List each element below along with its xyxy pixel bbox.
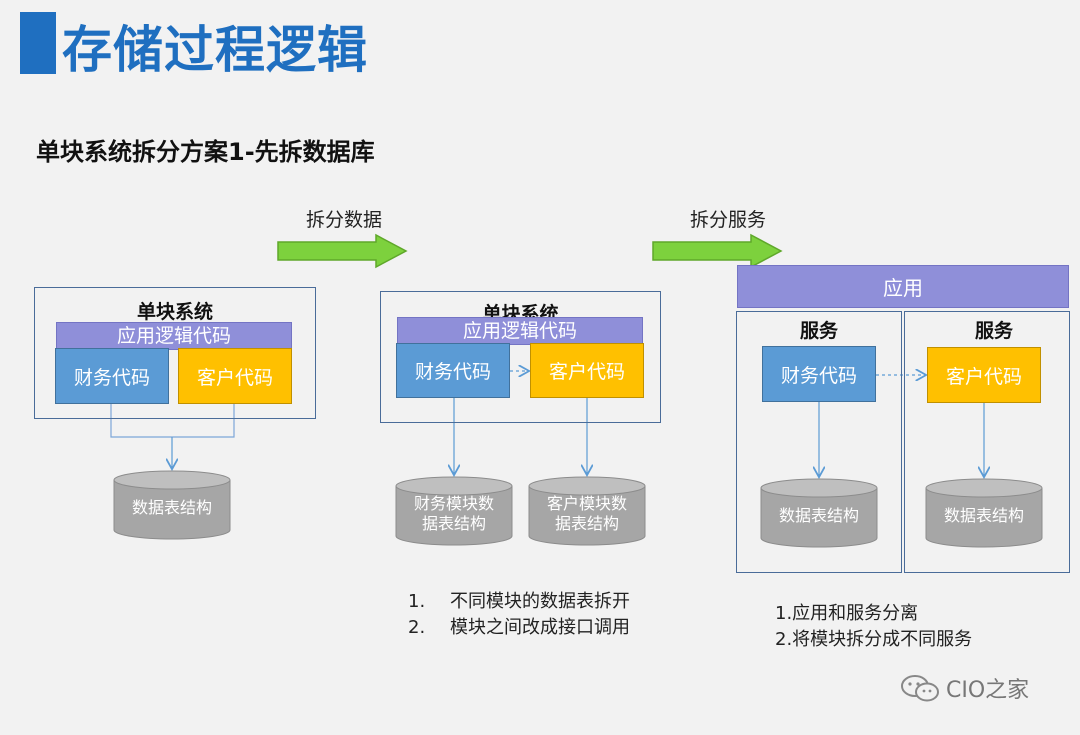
database-cylinder-icon xyxy=(925,478,1043,548)
title-accent-bar xyxy=(20,12,56,74)
stage3-finance-database: 数据表结构 xyxy=(760,478,878,548)
stage3-db-left-label: 数据表结构 xyxy=(778,506,859,525)
stage3-db-right-label: 数据表结构 xyxy=(943,506,1024,525)
split-service-arrow xyxy=(652,233,783,269)
stage2-customer-database: 客户模块数 据表结构 xyxy=(528,476,646,546)
stage3-customer-database: 数据表结构 xyxy=(925,478,1043,548)
stage3-service-label-right: 服务 xyxy=(974,320,1013,342)
step-label-split-service: 拆分服务 xyxy=(690,209,767,231)
stage3-service-frame-left xyxy=(736,311,902,573)
stage1-finance-code: 财务代码 xyxy=(55,348,169,404)
stage2-note-item: 2.模块之间改成接口调用 xyxy=(408,617,630,638)
stage2-finance-code: 财务代码 xyxy=(396,343,510,398)
stage3-note-item: 2.将模块拆分成不同服务 xyxy=(775,629,973,650)
page-title: 存储过程逻辑 xyxy=(62,21,368,79)
stage2-finance-db-line1: 财务模块数 xyxy=(413,494,494,513)
stage1-database: 数据表结构 xyxy=(113,470,231,540)
wechat-icon xyxy=(901,675,939,702)
database-cylinder-icon xyxy=(760,478,878,548)
stage3-application-bar: 应用 xyxy=(737,265,1069,308)
stage1-logic-bar: 应用逻辑代码 xyxy=(56,322,292,350)
stage1-system-label: 单块系统 xyxy=(136,301,213,323)
stage2-customer-code: 客户代码 xyxy=(530,343,644,398)
stage2-notes: 1.不同模块的数据表拆开 2.模块之间改成接口调用 xyxy=(408,589,630,641)
stage3-notes: 1.应用和服务分离 2.将模块拆分成不同服务 xyxy=(775,601,972,653)
split-data-arrow xyxy=(277,233,408,269)
watermark: CIO之家 xyxy=(900,672,1029,704)
database-cylinder-icon xyxy=(395,476,513,546)
stage1-monolith-frame xyxy=(34,287,316,419)
stage3-finance-code: 财务代码 xyxy=(762,346,876,402)
step-label-split-data: 拆分数据 xyxy=(306,209,383,231)
stage2-customer-db-line2: 据表结构 xyxy=(554,514,619,533)
stage2-finance-db-line2: 据表结构 xyxy=(421,514,486,533)
stage2-monolith-frame xyxy=(380,291,661,423)
stage1-customer-code: 客户代码 xyxy=(178,348,292,404)
stage2-note-item: 1.不同模块的数据表拆开 xyxy=(408,591,630,612)
database-cylinder-icon xyxy=(113,470,231,540)
database-cylinder-icon xyxy=(528,476,646,546)
stage3-customer-code: 客户代码 xyxy=(927,347,1041,403)
diagram-subtitle: 单块系统拆分方案1-先拆数据库 xyxy=(36,138,375,166)
stage3-note-item: 1.应用和服务分离 xyxy=(775,603,919,624)
stage3-service-label-left: 服务 xyxy=(799,320,838,342)
stage2-finance-database: 财务模块数 据表结构 xyxy=(395,476,513,546)
watermark-text: CIO之家 xyxy=(946,678,1030,703)
stage1-db-label: 数据表结构 xyxy=(131,498,212,517)
stage3-service-frame-right xyxy=(904,311,1070,573)
stage2-logic-bar: 应用逻辑代码 xyxy=(397,317,643,345)
stage2-customer-db-line1: 客户模块数 xyxy=(546,494,627,513)
